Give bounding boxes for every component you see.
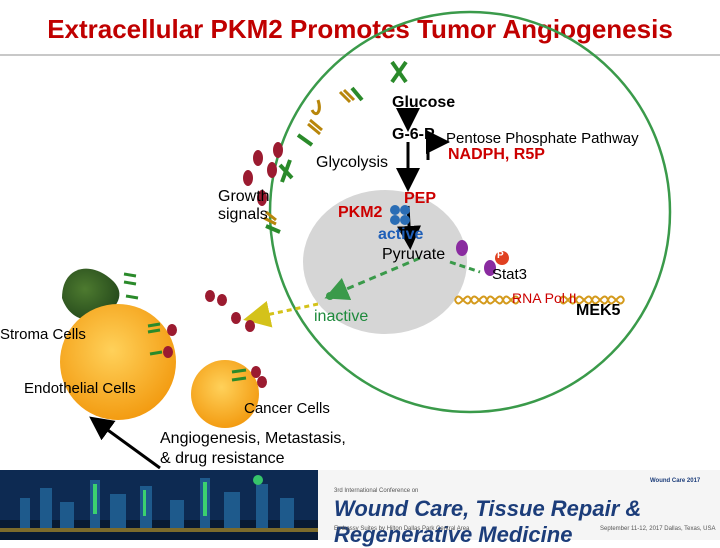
- outcome-line1: Angiogenesis, Metastasis,: [160, 430, 346, 447]
- phosphate-dot: [495, 251, 509, 265]
- inactive-label: inactive: [314, 308, 369, 325]
- rnapol-label: RNA Pol II: [512, 290, 577, 306]
- glycolysis-label: Glycolysis: [316, 154, 389, 171]
- title-divider: [0, 54, 720, 56]
- signals-label: signals: [218, 206, 268, 223]
- g6p-label: G-6-P: [392, 126, 435, 143]
- mek5-label: MEK5: [576, 302, 621, 319]
- ppp-arrow: [426, 130, 450, 160]
- stat3-label: Stat3: [492, 266, 528, 283]
- dna-helix: [454, 295, 625, 305]
- cancer-cells-label: Cancer Cells: [244, 400, 330, 417]
- growth-ligands: [243, 142, 283, 206]
- stroma-cells-label: Stroma Cells: [0, 326, 86, 343]
- cell-membrane: [268, 10, 672, 414]
- phospho-nodes: [456, 240, 496, 276]
- pyruvate-label: Pyruvate: [382, 246, 446, 263]
- active-label: active: [378, 226, 424, 243]
- dallas-skyline-image: [0, 470, 318, 540]
- pep-label: PEP: [404, 190, 437, 207]
- conference-title: Wound Care, Tissue Repair & Regenerative…: [334, 496, 642, 547]
- inactive-pkm2-dot: [326, 292, 334, 300]
- pkm2-nuclear-arrow: [449, 260, 481, 274]
- outcome-arrow: [89, 416, 161, 470]
- endothelial-cells-label: Endothelial Cells: [24, 380, 136, 397]
- pkm2-secretion-arrow: [324, 256, 421, 301]
- conference-ordinal: 3rd International Conference on: [334, 488, 419, 494]
- yellow-arrow: [243, 301, 319, 328]
- conference-logo: Wound Care 2017: [650, 478, 701, 484]
- glucose-label: Glucose: [392, 94, 456, 111]
- phosphate-label: P: [497, 250, 504, 261]
- conference-dates: September 11-12, 2017 Dallas, Texas, USA: [600, 526, 716, 532]
- pkm2-label: PKM2: [338, 204, 383, 221]
- outcome-line2: & drug resistance: [160, 450, 285, 467]
- cancer-cell: [191, 360, 259, 428]
- pathway-diagram: [60, 10, 672, 470]
- conference-banner: 3rd International Conference on Wound Ca…: [0, 470, 720, 547]
- cell-receptors: [123, 272, 247, 382]
- ppp-label: Pentose Phosphate Pathway: [446, 130, 639, 147]
- pkm2-tetramer: [390, 205, 410, 225]
- growth-label: Growth: [218, 188, 270, 205]
- cell-ligands: [163, 290, 267, 388]
- receptor-marks: [263, 88, 356, 226]
- nadph-label: NADPH, R5P: [448, 146, 545, 163]
- conference-venue: Embassy Suites by Hilton Dallas Park Cen…: [334, 526, 470, 532]
- transporter-marks: [265, 60, 408, 234]
- endothelial-cell: [60, 304, 176, 420]
